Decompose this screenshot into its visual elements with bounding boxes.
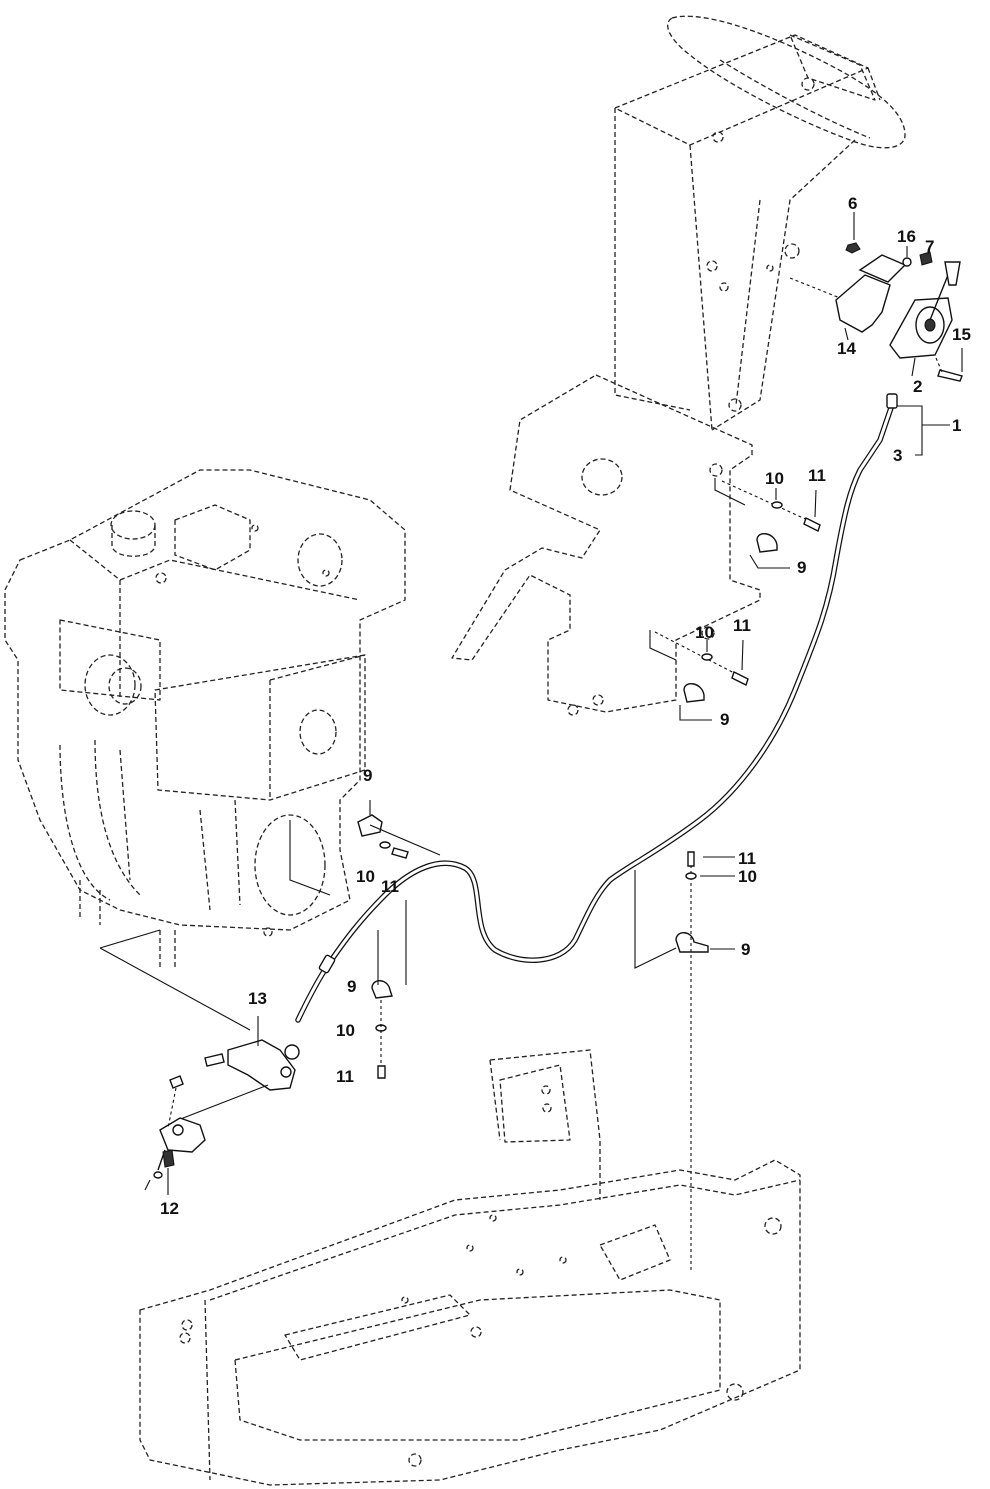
callout-13: 13 xyxy=(248,989,267,1008)
callout-2: 2 xyxy=(913,377,923,396)
callout-9-engine: 9 xyxy=(363,766,373,785)
governor-bracket-13 xyxy=(177,1016,300,1121)
callout-11-engine: 11 xyxy=(381,877,399,896)
callout-10-middle: 10 xyxy=(695,623,714,642)
throttle-linkage-12 xyxy=(144,1075,206,1195)
callout-10-upper: 10 xyxy=(765,469,784,488)
callout-12: 12 xyxy=(160,1199,179,1218)
callout-9-lower: 9 xyxy=(347,977,357,996)
clamp-group-middle xyxy=(649,630,749,721)
base-frame-outline xyxy=(139,1049,801,1486)
clamp-group-upper xyxy=(714,478,821,569)
callout-10-lower: 10 xyxy=(336,1021,355,1040)
throttle-cable xyxy=(295,399,896,1023)
cable-end-fitting-upper xyxy=(886,393,898,409)
throttle-bracket-14 xyxy=(835,254,907,341)
callout-16: 16 xyxy=(897,227,916,246)
clamp-group-engine xyxy=(99,800,441,1031)
callout-11-upper: 11 xyxy=(808,466,826,485)
callout-1: 1 xyxy=(952,416,962,435)
lever-fasteners xyxy=(789,212,963,382)
callout-11-middle: 11 xyxy=(733,616,751,635)
callout-11-lower: 11 xyxy=(336,1067,354,1086)
engine-outline xyxy=(4,469,406,970)
callout-9-middle: 9 xyxy=(720,710,730,729)
callout-1-bracket xyxy=(897,405,950,456)
callout-6: 6 xyxy=(848,194,858,213)
callout-15: 15 xyxy=(952,325,971,344)
callout-7: 7 xyxy=(925,237,935,256)
throttle-lever-assembly xyxy=(889,261,961,377)
clamp-group-lower xyxy=(371,900,407,1079)
cable-end-fitting-lower xyxy=(318,954,336,974)
callout-11-right: 11 xyxy=(738,849,756,868)
callout-10-right: 10 xyxy=(738,867,757,886)
callout-9-upper: 9 xyxy=(797,558,807,577)
steering-column-outline xyxy=(614,15,906,431)
clamp-group-right xyxy=(634,851,735,1270)
callout-9-right: 9 xyxy=(741,940,751,959)
callout-3: 3 xyxy=(893,446,903,465)
callout-10-engine: 10 xyxy=(356,867,375,886)
column-bracket-outline xyxy=(451,374,761,716)
callout-14: 14 xyxy=(837,339,856,358)
